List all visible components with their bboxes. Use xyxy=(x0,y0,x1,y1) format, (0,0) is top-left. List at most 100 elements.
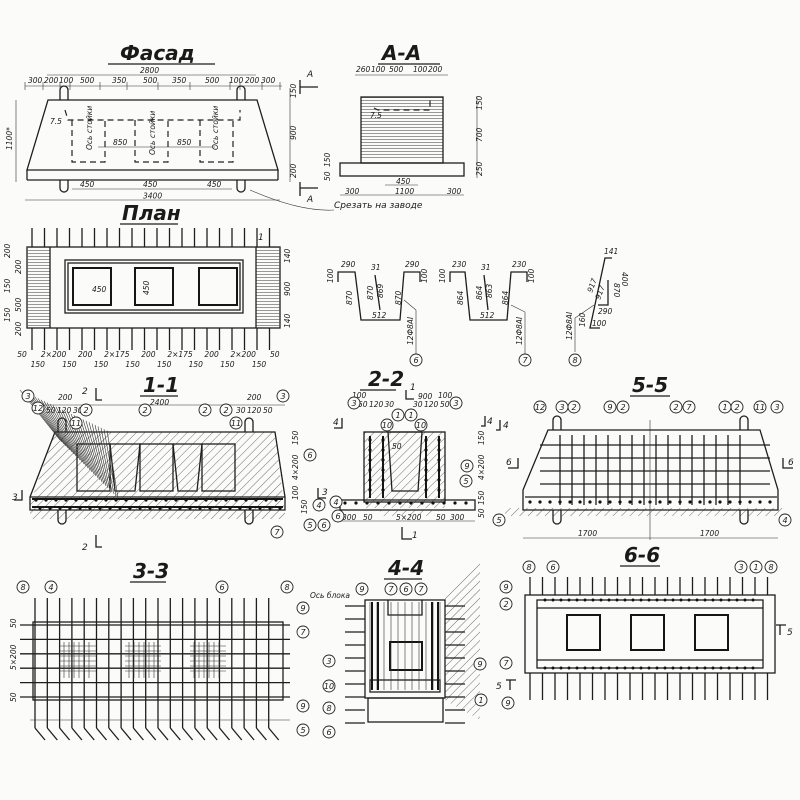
leader xyxy=(25,392,65,445)
rebar-dot xyxy=(538,500,542,504)
dim: 4×200 xyxy=(477,454,486,480)
callout: 3 xyxy=(738,563,743,572)
callout: 3 xyxy=(351,399,356,408)
axis-label: Ось стойки xyxy=(148,111,157,155)
rebar xyxy=(71,727,83,741)
callout-circle xyxy=(409,353,423,367)
dim: 2×200 xyxy=(41,350,67,359)
rebar-dot xyxy=(679,598,683,602)
window-opening xyxy=(198,267,238,306)
section-mark: 1 xyxy=(258,233,264,243)
rebar-dot xyxy=(623,598,627,602)
rebar-dot xyxy=(599,598,603,602)
dim: 100 xyxy=(438,391,453,400)
callout-circle xyxy=(568,353,582,367)
callout-circle xyxy=(229,416,243,430)
rebar-dot xyxy=(768,500,772,504)
rebar-dot xyxy=(598,500,602,504)
dim: 120 xyxy=(369,400,384,409)
dim: 900 xyxy=(418,392,433,401)
callout: 4 xyxy=(48,583,53,592)
callout: 6 xyxy=(550,563,555,572)
facade-title: Фасад xyxy=(120,41,195,65)
dim: 200 xyxy=(247,393,262,402)
rebar xyxy=(194,727,206,741)
rebar-dot xyxy=(668,500,672,504)
callout: 6 xyxy=(321,521,326,530)
rebar-dot xyxy=(638,500,642,504)
rebar-dot xyxy=(381,448,385,452)
leader xyxy=(58,408,87,467)
section-mark: 2 xyxy=(82,387,88,397)
window-opening xyxy=(134,267,174,306)
leader xyxy=(46,402,79,459)
callout-circle xyxy=(522,560,536,574)
dim: 50 xyxy=(46,406,56,415)
dim: 150 xyxy=(477,490,486,505)
callout: 1 xyxy=(753,563,758,572)
bar-callout: 8 xyxy=(572,356,577,365)
dim: 290 xyxy=(598,307,613,316)
dim: 450 xyxy=(80,180,95,189)
rebar-dot xyxy=(559,598,563,602)
rebar-dot xyxy=(368,468,372,472)
callout: 2 xyxy=(673,403,678,412)
rebar-dot xyxy=(618,500,622,504)
section-title: 4-4 xyxy=(387,556,424,580)
rebar-dot xyxy=(663,666,667,670)
callout: 2 xyxy=(734,403,739,412)
rebar-dot xyxy=(568,500,572,504)
callout: 11 xyxy=(755,403,765,412)
callout-circle xyxy=(296,601,310,615)
dim: 5×200 xyxy=(9,644,18,670)
callout-circle xyxy=(347,396,361,410)
rebar-dot xyxy=(647,598,651,602)
callout-circle xyxy=(499,580,513,594)
dim: 2800 xyxy=(140,66,159,75)
rebar-dot xyxy=(679,666,683,670)
callout: 7 xyxy=(388,585,394,594)
dim: 863 xyxy=(485,283,494,298)
callout-circle xyxy=(303,448,317,462)
rebar-dot xyxy=(424,488,428,492)
dim: 850 xyxy=(113,138,128,147)
dim: 864 xyxy=(501,290,510,305)
dim: 450 xyxy=(92,285,107,294)
dim: 864 xyxy=(456,290,465,305)
dim: 50 xyxy=(323,171,332,181)
callout-circle xyxy=(322,701,336,715)
leader xyxy=(64,410,91,471)
dim: 150 xyxy=(157,360,172,369)
dim: 100 xyxy=(326,268,335,283)
callout: 11 xyxy=(231,419,241,428)
rebar-dot xyxy=(437,438,441,442)
section-4-4: 4-4 Ось блока 9 7 6 7 3 10 8 6 9 1 xyxy=(310,556,488,739)
rebar-dot xyxy=(751,598,755,602)
bar-spec: 12Ф8АI xyxy=(406,316,415,345)
rebar-dot xyxy=(376,501,380,505)
callout-circle xyxy=(749,560,763,574)
dim: 869 xyxy=(376,283,385,298)
dim: 300 xyxy=(447,187,462,196)
rebar-dot xyxy=(607,598,611,602)
dim: 450 xyxy=(396,177,411,186)
rebar-dot xyxy=(368,448,372,452)
window-opening xyxy=(566,614,601,651)
leader xyxy=(88,422,107,487)
rebar-dot xyxy=(639,598,643,602)
dim: 900 xyxy=(289,125,298,140)
dim: 30 xyxy=(73,406,83,415)
callout-circle xyxy=(296,625,310,639)
leader xyxy=(49,403,81,461)
callout-circle xyxy=(219,403,233,417)
rebar-dot xyxy=(599,666,603,670)
callout: 5 xyxy=(496,516,501,525)
callout-circle xyxy=(384,582,398,596)
section-mark: 5 xyxy=(787,628,793,638)
bar-shape-7: 230 100 864 31 864 863 230 100 864 512 1… xyxy=(438,260,536,367)
leader xyxy=(40,399,75,455)
rebar-dot xyxy=(381,458,385,462)
callout: 8 xyxy=(284,583,289,592)
rebar-dot xyxy=(591,666,595,670)
rebar-dot xyxy=(543,598,547,602)
